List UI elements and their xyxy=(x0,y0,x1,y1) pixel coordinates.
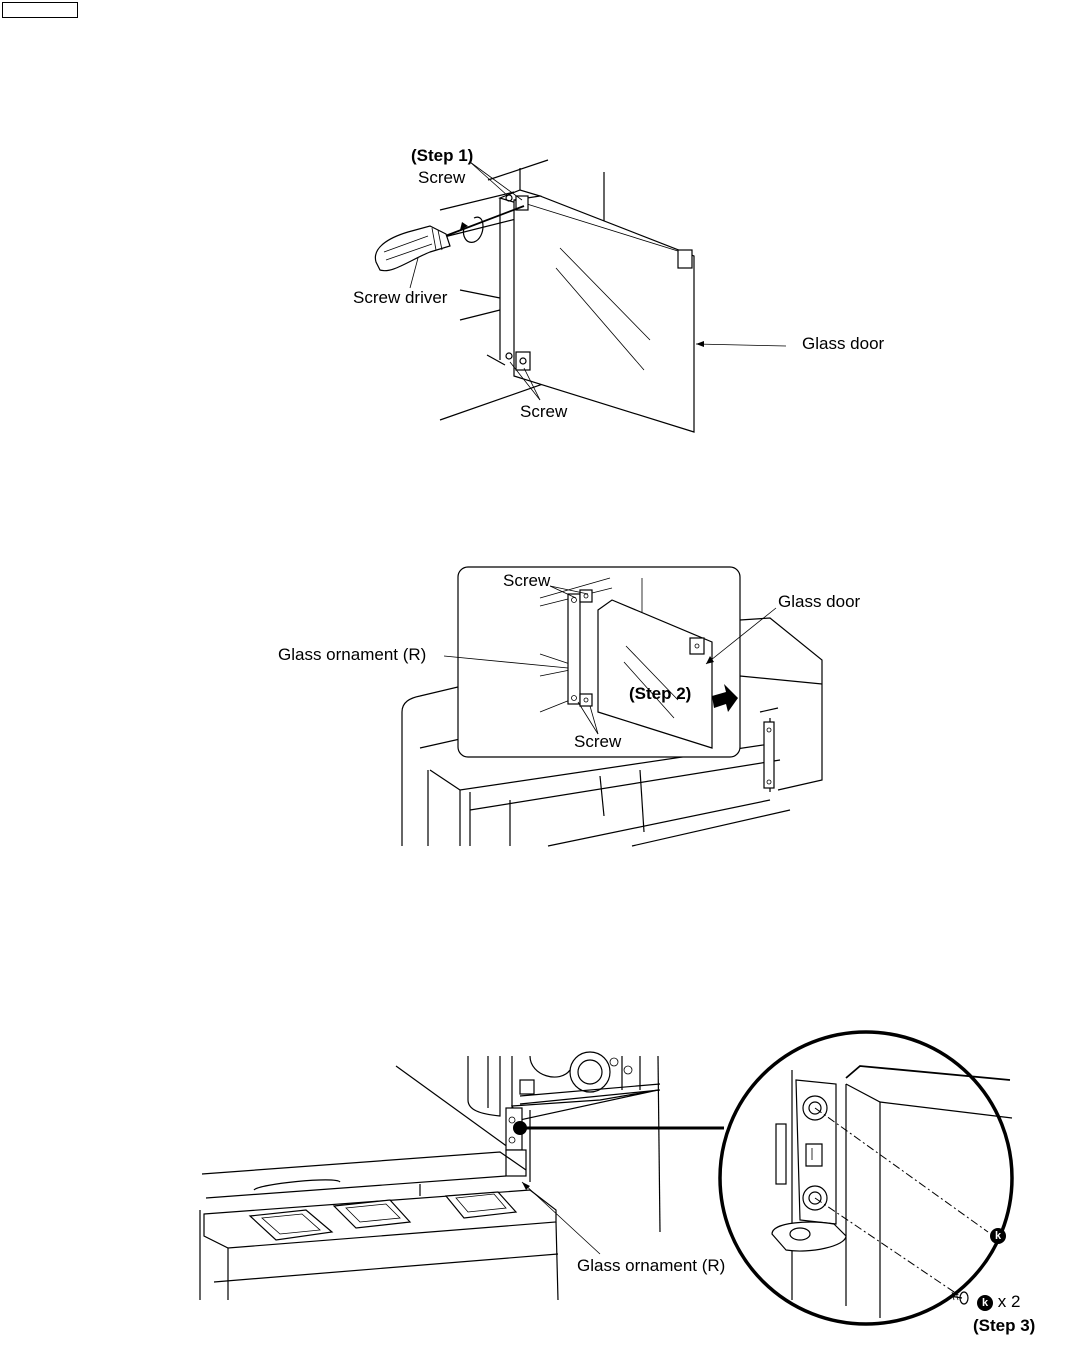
step-3-label: (Step 3) xyxy=(973,1316,1036,1335)
step-2-label: (Step 2) xyxy=(629,684,692,703)
screw-count-label: k x 2 xyxy=(977,1292,1020,1312)
step-1-label: (Step 1) xyxy=(411,146,474,165)
fig2-glass-door-label: Glass door xyxy=(778,592,861,611)
k-circle-icon: k xyxy=(977,1294,993,1311)
fig2-screw-bottom-label: Screw xyxy=(574,732,622,751)
callout-k-badge: k xyxy=(990,1225,1006,1245)
screw-bottom-label: Screw xyxy=(520,402,568,421)
fig3-glass-ornament-label: Glass ornament (R) xyxy=(577,1256,726,1275)
screw-count-text: x 2 xyxy=(997,1292,1021,1311)
glass-door-label: Glass door xyxy=(802,334,885,353)
fig2-glass-ornament-label: Glass ornament (R) xyxy=(278,645,427,664)
screw-driver-label: Screw driver xyxy=(353,288,448,307)
screwdriver-icon xyxy=(374,205,525,272)
k-circle-icon: k xyxy=(990,1227,1006,1244)
fig2-screw-top-label: Screw xyxy=(503,571,551,590)
screw-top-label: Screw xyxy=(418,168,466,187)
screw-icon xyxy=(949,1291,969,1305)
page-number-box xyxy=(2,2,78,18)
